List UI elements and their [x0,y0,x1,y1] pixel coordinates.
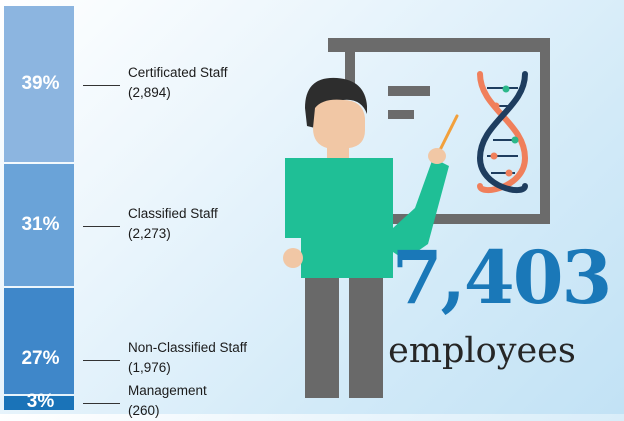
category-label: Certificated Staff (2,894) [128,63,228,103]
category-name: Non-Classified Staff [128,339,248,355]
bar-percent-label: 39% [21,72,60,94]
label-connector-line [83,402,120,405]
category-count: (1,976) [128,359,171,375]
category-count: (2,273) [128,225,171,241]
total-employees-caption: employees [388,331,576,371]
category-label: Management (260) [128,381,207,421]
bar-percent-label: 27% [21,347,60,369]
category-count: (260) [128,402,160,418]
category-label: Classified Staff (2,273) [128,204,218,244]
board-text-line [388,110,414,119]
label-connector-line [83,359,120,362]
category-count: (2,894) [128,84,171,100]
bar-percent-label: 31% [21,213,60,235]
category-name: Certificated Staff [128,64,228,80]
bar-segment [4,395,74,410]
category-label: Non-Classified Staff (1,976) [128,338,247,378]
label-connector-line [83,225,120,228]
total-employees-number: 7,403 [391,235,613,321]
category-name: Management [128,382,207,398]
dna-icon [476,71,529,194]
pointer-stick [438,114,459,152]
presentation-board [328,38,550,52]
teacher-figure [283,77,449,398]
bar-segment [4,6,74,162]
teacher-presentation-illustration [283,38,550,398]
bar-segment [4,163,74,286]
label-connector-line [83,84,120,87]
bar-segment [4,287,74,394]
board-text-line [388,86,430,96]
category-name: Classified Staff [128,205,218,221]
bar-percent-label: 3% [26,390,55,412]
